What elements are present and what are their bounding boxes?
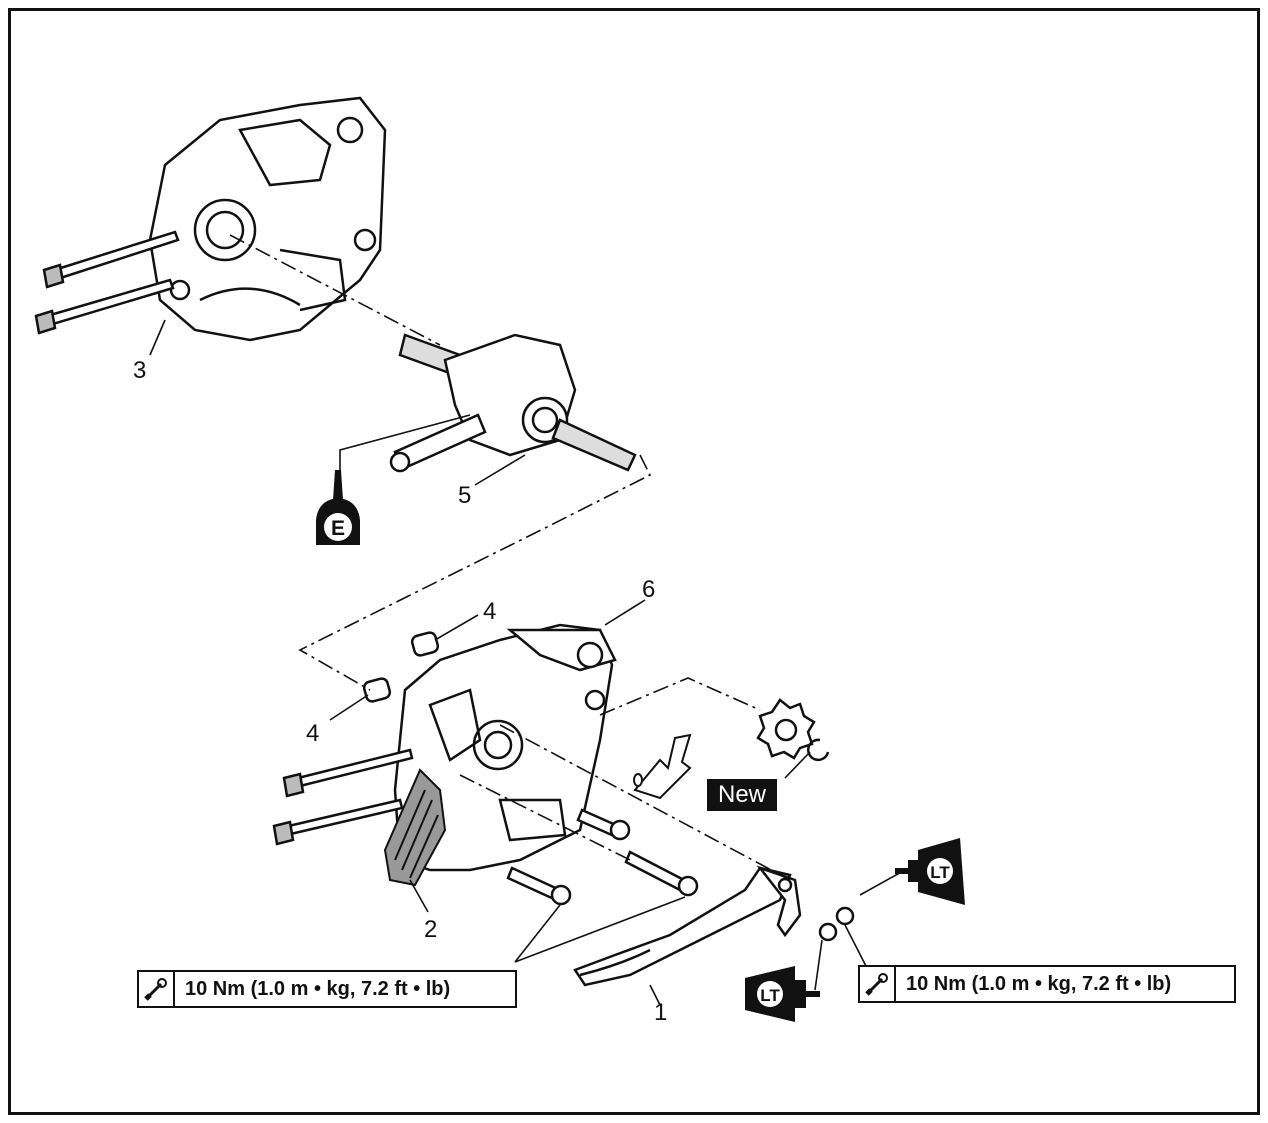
- torque-spec-left: 10 Nm (1.0 m • kg, 7.2 ft • lb): [137, 970, 517, 1008]
- lever-bolts: [818, 906, 855, 942]
- callout-6: 6: [642, 576, 655, 603]
- left-crankcase: [148, 96, 387, 342]
- locktite-icon: LT: [895, 838, 965, 905]
- dowel-pins: [362, 631, 440, 703]
- oil-strainer-plate: [383, 768, 447, 887]
- direction-arrow-icon: [633, 733, 692, 800]
- crankshaft: [389, 333, 637, 473]
- callout-5: 5: [458, 482, 471, 509]
- locktite-symbol-upper: LT: [930, 863, 950, 882]
- lever-arm: [573, 865, 802, 987]
- torque-value-left: 10 Nm (1.0 m • kg, 7.2 ft • lb): [185, 977, 451, 1000]
- callout-2: 2: [424, 916, 437, 943]
- leader-lines: [149, 319, 906, 1006]
- new-part-badge: New: [707, 779, 777, 811]
- callout-4-lower: 4: [306, 720, 319, 747]
- left-crankcase-studs: [34, 230, 180, 335]
- right-crankcase-studs: [272, 748, 414, 846]
- figure-frame: [8, 8, 1260, 1115]
- locktite-symbol-lower: LT: [760, 986, 780, 1005]
- callout-4-upper: 4: [483, 598, 496, 625]
- circlip: [807, 738, 830, 762]
- drive-sprocket: [756, 698, 816, 760]
- callout-3: 3: [133, 357, 146, 384]
- wrench-icon: [139, 972, 175, 1006]
- engine-oil-symbol: E: [331, 517, 345, 540]
- callout-1: 1: [654, 999, 667, 1026]
- torque-spec-right: 10 Nm (1.0 m • kg, 7.2 ft • lb): [858, 965, 1236, 1003]
- locktite-icon: LT: [745, 966, 820, 1022]
- oil-can-icon: E: [316, 470, 360, 545]
- torque-value-right: 10 Nm (1.0 m • kg, 7.2 ft • lb): [906, 972, 1172, 995]
- right-crankcase: [393, 623, 617, 872]
- crankcase-bolts: [506, 808, 699, 906]
- wrench-icon: [860, 967, 896, 1001]
- alignment-lines: [229, 234, 791, 881]
